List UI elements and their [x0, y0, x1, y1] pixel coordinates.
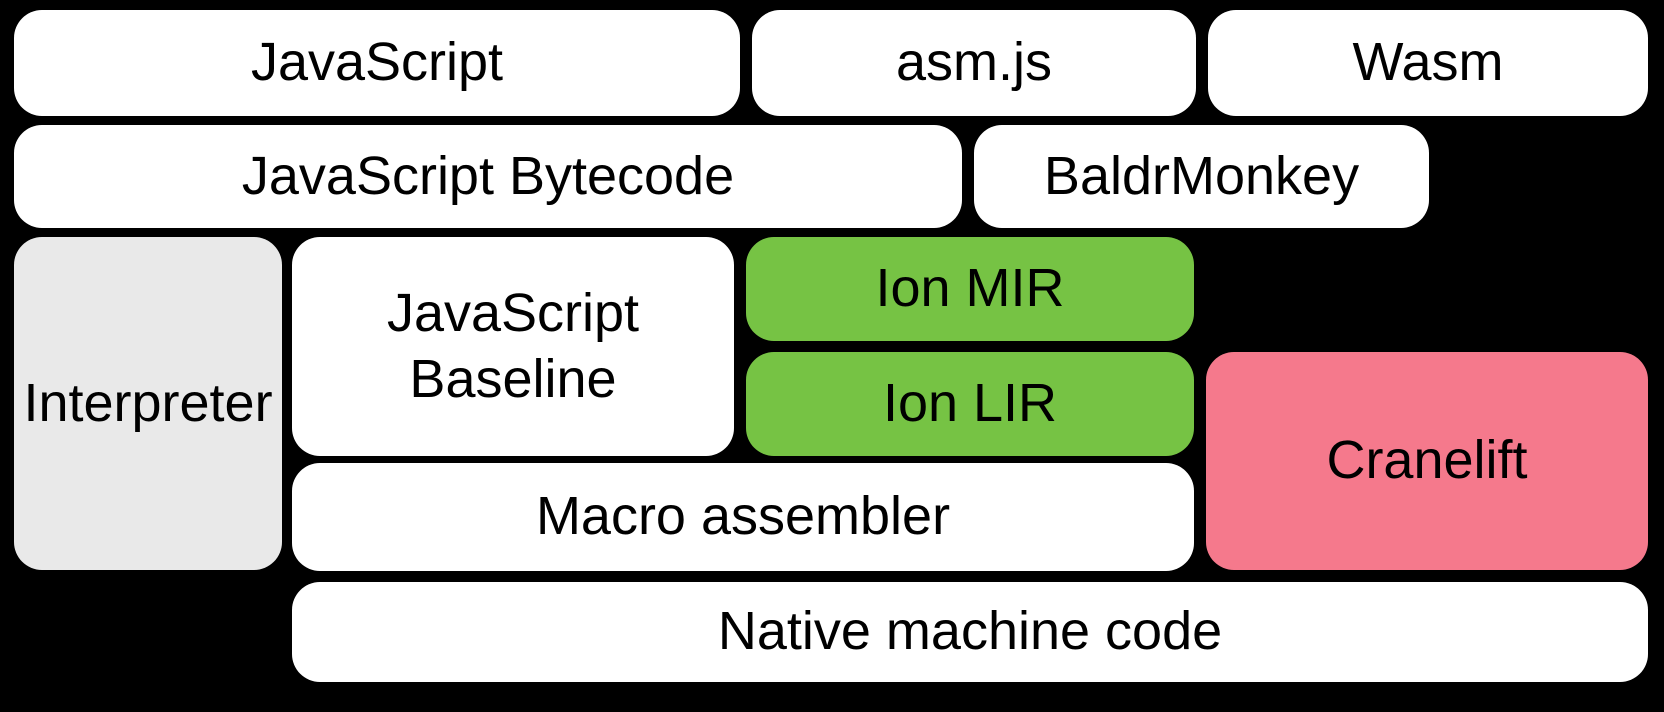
box-interpreter: Interpreter [14, 237, 282, 570]
box-javascript-baseline: JavaScript Baseline [292, 237, 734, 456]
box-macro-assembler-label: Macro assembler [535, 486, 951, 547]
box-javascript-label: JavaScript [250, 32, 504, 93]
box-javascript-bytecode: JavaScript Bytecode [14, 125, 962, 228]
box-javascript: JavaScript [14, 10, 740, 116]
box-baldrmonkey-label: BaldrMonkey [1043, 145, 1360, 206]
box-interpreter-label: Interpreter [23, 372, 273, 433]
box-asmjs: asm.js [752, 10, 1196, 116]
box-javascript-baseline-label: JavaScript Baseline [386, 282, 640, 409]
box-native-machine-code: Native machine code [292, 582, 1648, 682]
box-cranelift-label: Cranelift [1326, 430, 1528, 491]
box-wasm: Wasm [1208, 10, 1648, 116]
box-ion-lir-label: Ion LIR [882, 373, 1058, 434]
box-wasm-label: Wasm [1352, 32, 1504, 93]
box-asmjs-label: asm.js [895, 32, 1052, 93]
box-ion-mir-label: Ion MIR [875, 258, 1065, 319]
box-ion-lir: Ion LIR [746, 352, 1194, 456]
box-ion-mir: Ion MIR [746, 237, 1194, 341]
box-native-machine-code-label: Native machine code [717, 601, 1223, 662]
box-javascript-bytecode-label: JavaScript Bytecode [241, 145, 735, 206]
box-baldrmonkey: BaldrMonkey [974, 125, 1429, 228]
box-macro-assembler: Macro assembler [292, 463, 1194, 571]
box-cranelift: Cranelift [1206, 352, 1648, 570]
